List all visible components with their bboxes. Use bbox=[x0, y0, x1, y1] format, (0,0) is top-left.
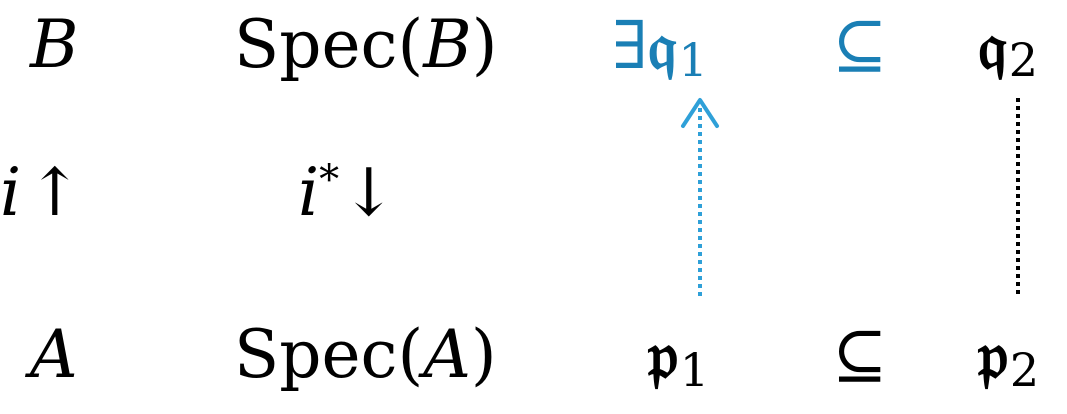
pullback-star: * bbox=[319, 157, 340, 203]
bottom-subset-symbol: ⊆ bbox=[832, 316, 888, 393]
spec-a-close-paren: ) bbox=[470, 316, 497, 393]
inclusion-map-letter: i bbox=[0, 154, 22, 231]
q2-index: 2 bbox=[1008, 33, 1038, 88]
spec-b-arg: B bbox=[423, 6, 472, 83]
lying-over-arrow bbox=[681, 98, 719, 296]
p2-letter: 𝔭 bbox=[978, 316, 1008, 394]
q1-index: 1 bbox=[678, 33, 708, 88]
q2-letter: 𝔮 bbox=[978, 6, 1007, 84]
p1-letter: 𝔭 bbox=[648, 316, 678, 394]
pullback-map-i-star: i*↓ bbox=[298, 160, 396, 226]
p1-index: 1 bbox=[679, 343, 710, 398]
q1-letter: 𝔮 bbox=[647, 6, 677, 84]
down-arrow-icon: ↓ bbox=[341, 154, 397, 231]
p2: 𝔭2 bbox=[978, 322, 1039, 393]
inclusion-map-i: i↑ bbox=[0, 160, 82, 226]
spec-a-word: Spec bbox=[234, 316, 398, 393]
spec-a-arg: A bbox=[423, 316, 471, 393]
spec-a-open-paren: ( bbox=[397, 316, 424, 393]
p2-index: 2 bbox=[1009, 343, 1040, 398]
ring-b: B bbox=[30, 6, 79, 83]
spec-b-word: Spec bbox=[234, 6, 398, 83]
spec-b-close-paren: ) bbox=[471, 6, 498, 83]
exists-symbol: ∃ bbox=[612, 7, 648, 84]
exists-q1: ∃𝔮1 bbox=[612, 12, 708, 83]
top-subset-symbol: ⊆ bbox=[832, 6, 888, 83]
ring-a: A bbox=[30, 316, 78, 393]
spec-b: Spec(B) bbox=[234, 12, 498, 78]
p1: 𝔭1 bbox=[648, 322, 709, 393]
q2: 𝔮2 bbox=[978, 12, 1038, 83]
pullback-map-letter: i bbox=[298, 154, 320, 231]
hook-up-arrow-icon: ↑ bbox=[27, 154, 83, 231]
spec-b-open-paren: ( bbox=[397, 6, 424, 83]
spec-a: Spec(A) bbox=[234, 322, 497, 388]
